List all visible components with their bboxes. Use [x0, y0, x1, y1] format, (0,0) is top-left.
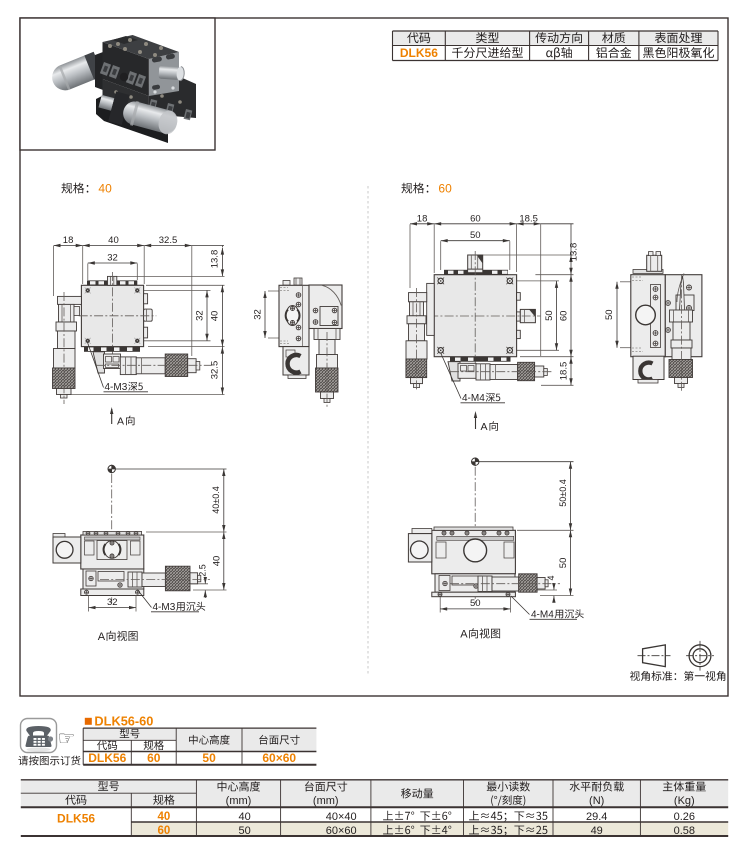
svg-text:18.5: 18.5 — [519, 213, 538, 224]
svg-text:4-M3: 4-M3 — [153, 602, 176, 613]
svg-text:32: 32 — [107, 597, 118, 608]
svg-text:50: 50 — [470, 230, 481, 241]
svg-text:18.5: 18.5 — [558, 362, 569, 381]
svg-text:18: 18 — [63, 235, 74, 246]
svg-text:50: 50 — [604, 309, 615, 320]
svg-text:A: A — [481, 421, 488, 433]
svg-text:4-M4: 4-M4 — [531, 610, 554, 621]
svg-text:50: 50 — [470, 598, 481, 609]
svg-text:2.5: 2.5 — [198, 564, 208, 577]
svg-text:32.5: 32.5 — [210, 361, 221, 380]
svg-text:40: 40 — [108, 235, 119, 246]
svg-text:40: 40 — [157, 811, 170, 823]
svg-text:60×60: 60×60 — [262, 751, 296, 765]
svg-text:0.58: 0.58 — [674, 825, 695, 837]
svg-text:40±0.4: 40±0.4 — [211, 486, 221, 513]
svg-text:40: 40 — [239, 811, 251, 823]
svg-text:(N): (N) — [589, 795, 604, 807]
svg-text:50±0.4: 50±0.4 — [558, 479, 568, 506]
svg-text:DLK56: DLK56 — [400, 46, 438, 60]
svg-text:13.8: 13.8 — [210, 250, 221, 269]
svg-text:40: 40 — [212, 556, 223, 567]
svg-text:A: A — [460, 629, 468, 641]
svg-text:49: 49 — [591, 825, 603, 837]
svg-text:50: 50 — [558, 558, 569, 569]
svg-text:4-M3: 4-M3 — [105, 382, 128, 393]
svg-text:60: 60 — [558, 311, 569, 322]
svg-text:32: 32 — [195, 310, 206, 321]
svg-text:DLK56: DLK56 — [57, 812, 95, 826]
svg-text:32.5: 32.5 — [159, 235, 178, 246]
svg-text:50: 50 — [239, 825, 251, 837]
svg-text:40: 40 — [210, 311, 221, 322]
svg-text:4-M4: 4-M4 — [462, 393, 485, 404]
svg-text:4: 4 — [546, 575, 556, 580]
svg-text:60: 60 — [470, 213, 481, 224]
svg-text:A: A — [117, 416, 124, 428]
svg-text:(mm): (mm) — [313, 795, 339, 807]
svg-text:(mm): (mm) — [226, 795, 252, 807]
svg-text:DLK56: DLK56 — [88, 751, 126, 765]
svg-text:50: 50 — [544, 310, 555, 321]
svg-text:60: 60 — [438, 182, 452, 196]
svg-text:29.4: 29.4 — [586, 811, 607, 823]
svg-text:40×40: 40×40 — [326, 811, 357, 823]
svg-text:60: 60 — [157, 825, 170, 837]
svg-text:32: 32 — [107, 253, 118, 264]
svg-text:0.26: 0.26 — [674, 811, 695, 823]
svg-text:18: 18 — [417, 213, 428, 224]
svg-text:DLK56-60: DLK56-60 — [94, 714, 153, 729]
svg-text:50: 50 — [202, 751, 216, 765]
svg-text:60: 60 — [147, 751, 161, 765]
svg-text:(Kg): (Kg) — [674, 795, 695, 807]
svg-text:60×60: 60×60 — [326, 825, 357, 837]
svg-text:40: 40 — [98, 182, 112, 196]
svg-text:13.8: 13.8 — [569, 243, 580, 262]
svg-text:32: 32 — [253, 309, 264, 320]
svg-text:A: A — [98, 631, 106, 643]
